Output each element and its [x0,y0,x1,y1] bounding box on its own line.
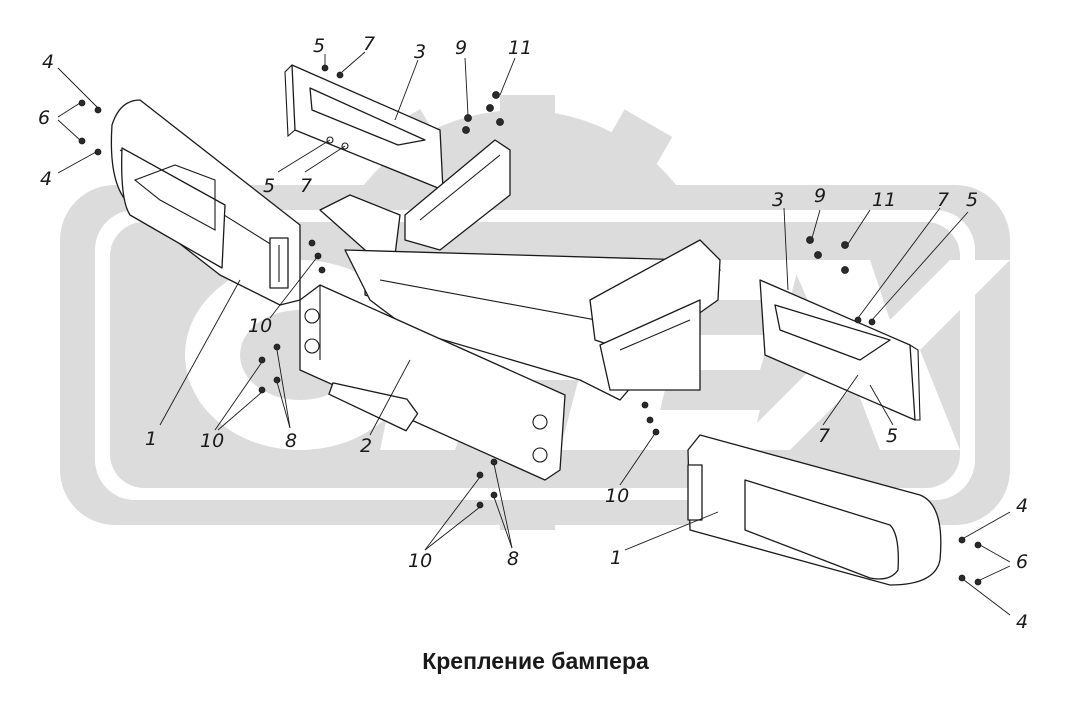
callout-11: 11 [872,189,896,211]
callout-labels: 4 6 4 5 7 3 9 11 5 7 10 1 10 8 2 3 9 11 … [38,33,1028,633]
callout-4: 4 [42,51,54,73]
right-side-plate [759,279,921,421]
callout-7: 7 [937,189,949,211]
figure-caption: Крепление бампера [422,648,649,674]
callout-9: 9 [455,37,467,59]
callout-4: 4 [1016,611,1028,633]
callout-7: 7 [818,425,830,447]
leader-lines [57,51,1011,616]
callout-8: 8 [507,548,519,570]
callout-4: 4 [1016,495,1028,517]
callout-7: 7 [300,175,312,197]
callout-4: 4 [40,168,52,190]
top-side-plate [284,64,444,191]
callout-11: 11 [508,37,532,59]
callout-1: 1 [610,547,622,569]
callout-3: 3 [414,41,426,63]
main-bumper-beam [299,284,566,481]
callout-3: 3 [772,189,784,211]
right-end-cap [687,434,942,586]
callout-5: 5 [313,35,325,57]
callout-10: 10 [408,550,432,572]
callout-7: 7 [363,33,375,55]
callout-10: 10 [605,485,629,507]
left-end-cap [110,99,301,306]
callout-1: 1 [145,428,157,450]
callout-5: 5 [886,425,898,447]
callout-10: 10 [248,315,272,337]
callout-9: 9 [814,185,826,207]
callout-10: 10 [200,430,224,452]
callout-2: 2 [360,435,372,457]
callout-8: 8 [285,430,297,452]
callout-6: 6 [38,107,50,129]
callout-5: 5 [966,189,978,211]
callout-6: 6 [1016,551,1028,573]
callout-5: 5 [263,175,275,197]
central-crossbeam [344,239,721,401]
